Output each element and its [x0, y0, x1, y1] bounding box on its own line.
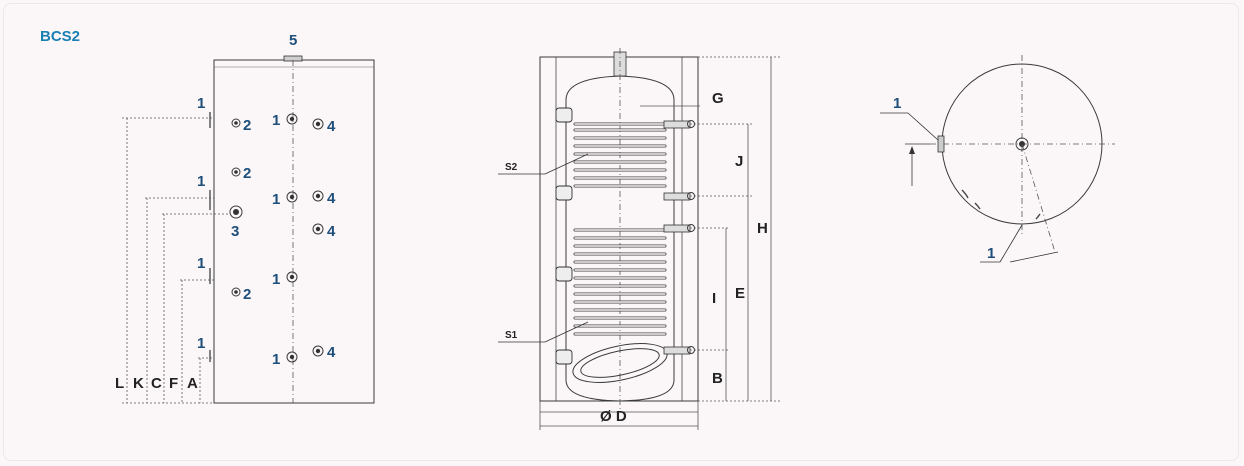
label-port-4d: 4	[327, 344, 336, 361]
label-port-2a: 2	[243, 117, 251, 134]
label-side-1a: 1	[197, 95, 205, 112]
drawing-frame	[3, 3, 1239, 461]
front-ports	[229, 113, 324, 363]
coil-ports	[663, 120, 695, 355]
dim-A: A	[187, 375, 198, 392]
label-port-4c: 4	[327, 223, 336, 240]
top-label-1a: 1	[893, 95, 901, 112]
label-port-1b: 1	[272, 191, 280, 208]
section-dimensions	[498, 56, 780, 430]
label-port-1a: 1	[272, 112, 280, 129]
dim-K: K	[133, 375, 144, 392]
label-port-2c: 2	[243, 286, 251, 303]
dim-diameter-D: Ø D	[600, 408, 627, 425]
label-port-2b: 2	[243, 165, 251, 182]
section-view: S2 S1 G J H E I B Ø D	[498, 48, 780, 430]
label-port-4b: 4	[327, 190, 336, 207]
dim-B: B	[712, 370, 723, 387]
label-side-1d: 1	[197, 335, 205, 352]
label-port-1d: 1	[272, 351, 280, 368]
drawing-title: BCS2	[40, 28, 81, 45]
front-view: 5 1 1 1 1 2 2 3 2 1 1 1 1 4 4 4 4 L K C …	[115, 32, 375, 404]
dim-J: J	[735, 153, 743, 170]
inner-tank	[565, 75, 675, 402]
top-view: 1 1	[880, 55, 1115, 263]
dim-F: F	[169, 375, 178, 392]
label-side-1c: 1	[197, 255, 205, 272]
label-coil-s1: S1	[505, 330, 518, 341]
label-port-1c: 1	[272, 271, 280, 288]
label-port-3: 3	[231, 223, 239, 240]
upper-coil-s2	[573, 122, 667, 188]
front-dimension-leaders	[122, 117, 230, 404]
label-coil-s2: S2	[505, 162, 518, 173]
label-port-4a: 4	[327, 118, 336, 135]
dim-E: E	[735, 285, 745, 302]
top-label-1b: 1	[987, 245, 995, 262]
label-port-5: 5	[289, 32, 297, 49]
dim-L: L	[115, 375, 124, 392]
water-ports	[555, 107, 573, 365]
dim-G: G	[712, 90, 724, 107]
dim-H: H	[757, 220, 768, 237]
dim-I: I	[712, 290, 716, 307]
dim-C: C	[151, 375, 162, 392]
label-side-1b: 1	[197, 173, 205, 190]
